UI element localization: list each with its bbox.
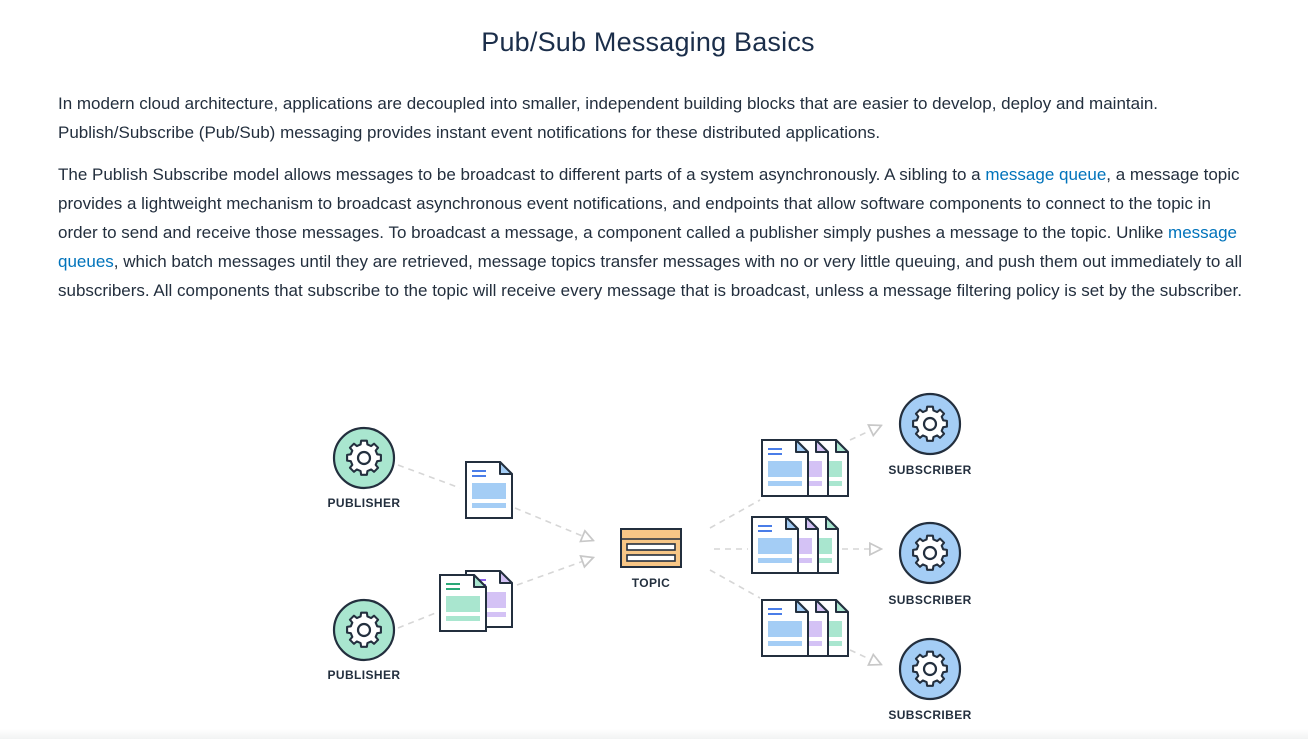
gear-icon	[345, 439, 383, 476]
subscriber-node-3: SUBSCRIBER	[888, 637, 971, 722]
subscriber-label-1: SUBSCRIBER	[888, 463, 971, 477]
document-icon	[762, 440, 848, 496]
body-text-3: , which batch messages until they are re…	[58, 252, 1243, 300]
document-icon	[762, 600, 848, 656]
page-title: Pub/Sub Messaging Basics	[481, 27, 815, 58]
subscriber-label-2: SUBSCRIBER	[888, 593, 971, 607]
publisher-label-1: PUBLISHER	[328, 496, 401, 510]
message-queue-link[interactable]: message queue	[985, 165, 1107, 184]
document-icon	[439, 570, 513, 632]
topic-node: TOPIC	[620, 528, 682, 590]
gear-icon	[911, 650, 949, 687]
body-paragraph: The Publish Subscribe model allows messa…	[58, 160, 1248, 305]
subscriber-node-2: SUBSCRIBER	[888, 521, 971, 607]
body-text-2: , a message topic provides a lightweight…	[58, 165, 1240, 242]
publisher-node-1: PUBLISHER	[328, 426, 401, 510]
subscriber-node-1: SUBSCRIBER	[888, 392, 971, 477]
pubsub-diagram: PUBLISHER PUBLISHER TOPIC SUBSCRIBER SUB…	[328, 392, 971, 722]
document-icon	[752, 517, 838, 573]
body-text-1: The Publish Subscribe model allows messa…	[58, 165, 986, 184]
connector-lines	[397, 426, 880, 664]
document-icon	[465, 461, 513, 519]
topic-stack-icon	[620, 528, 682, 568]
publisher-node-2: PUBLISHER	[328, 598, 401, 682]
subscriber-label-3: SUBSCRIBER	[888, 708, 971, 722]
gear-icon	[345, 611, 383, 648]
publisher-label-2: PUBLISHER	[328, 668, 401, 682]
gear-icon	[911, 534, 949, 571]
intro-paragraph: In modern cloud architecture, applicatio…	[58, 94, 1159, 142]
message-queues-link[interactable]: message queues	[58, 223, 1238, 271]
gear-icon	[911, 405, 949, 442]
page-bottom-fade	[0, 729, 1308, 739]
topic-label: TOPIC	[632, 576, 670, 590]
